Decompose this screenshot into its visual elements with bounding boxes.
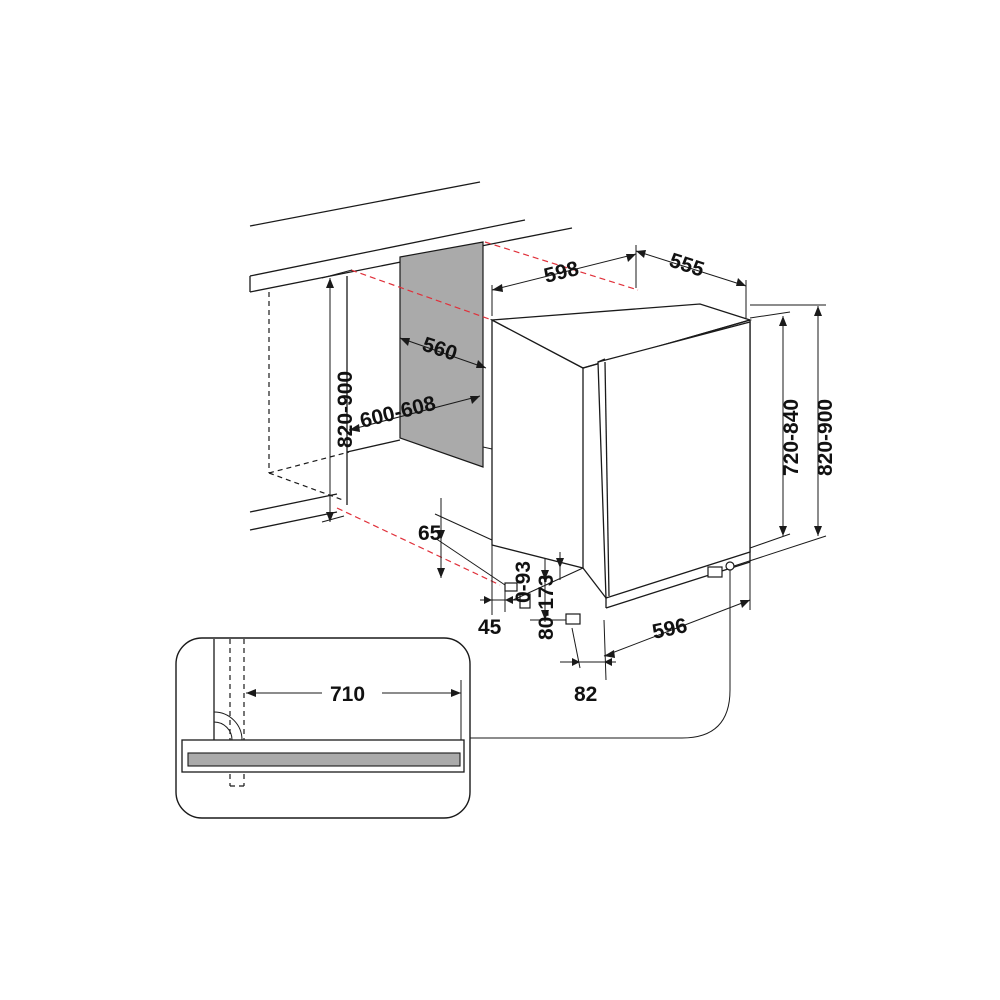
label-plinth-range: 80-173 — [535, 575, 558, 640]
label-appliance-height: 720-840 — [780, 399, 803, 476]
label-hinge-clearance: 710 — [330, 683, 365, 706]
adjustable-feet — [504, 561, 735, 625]
niche-guides — [336, 241, 639, 586]
detail-inset: 710 — [175, 637, 471, 819]
dimension-arrows — [326, 250, 822, 666]
label-plinth-depth: 45 — [478, 616, 502, 639]
label-appliance-depth: 555 — [666, 249, 707, 282]
dimension-lines — [321, 245, 827, 739]
label-plinth-height: 65 — [418, 522, 442, 545]
dishwasher-body — [489, 303, 753, 569]
dishwasher-door — [597, 321, 751, 599]
label-overall-height: 820-900 — [814, 399, 837, 476]
label-niche-height: 820-900 — [334, 371, 357, 448]
rear-wall-panel — [399, 241, 493, 468]
label-door-offset: 82 — [574, 683, 597, 706]
label-foot-adjust: 0-93 — [512, 561, 535, 603]
dimension-labels: 820-900 600-608 560 598 555 720-840 820-… — [334, 249, 837, 706]
dishwasher-base — [582, 552, 751, 609]
left-cabinet — [249, 276, 401, 531]
label-door-width: 596 — [650, 614, 689, 644]
